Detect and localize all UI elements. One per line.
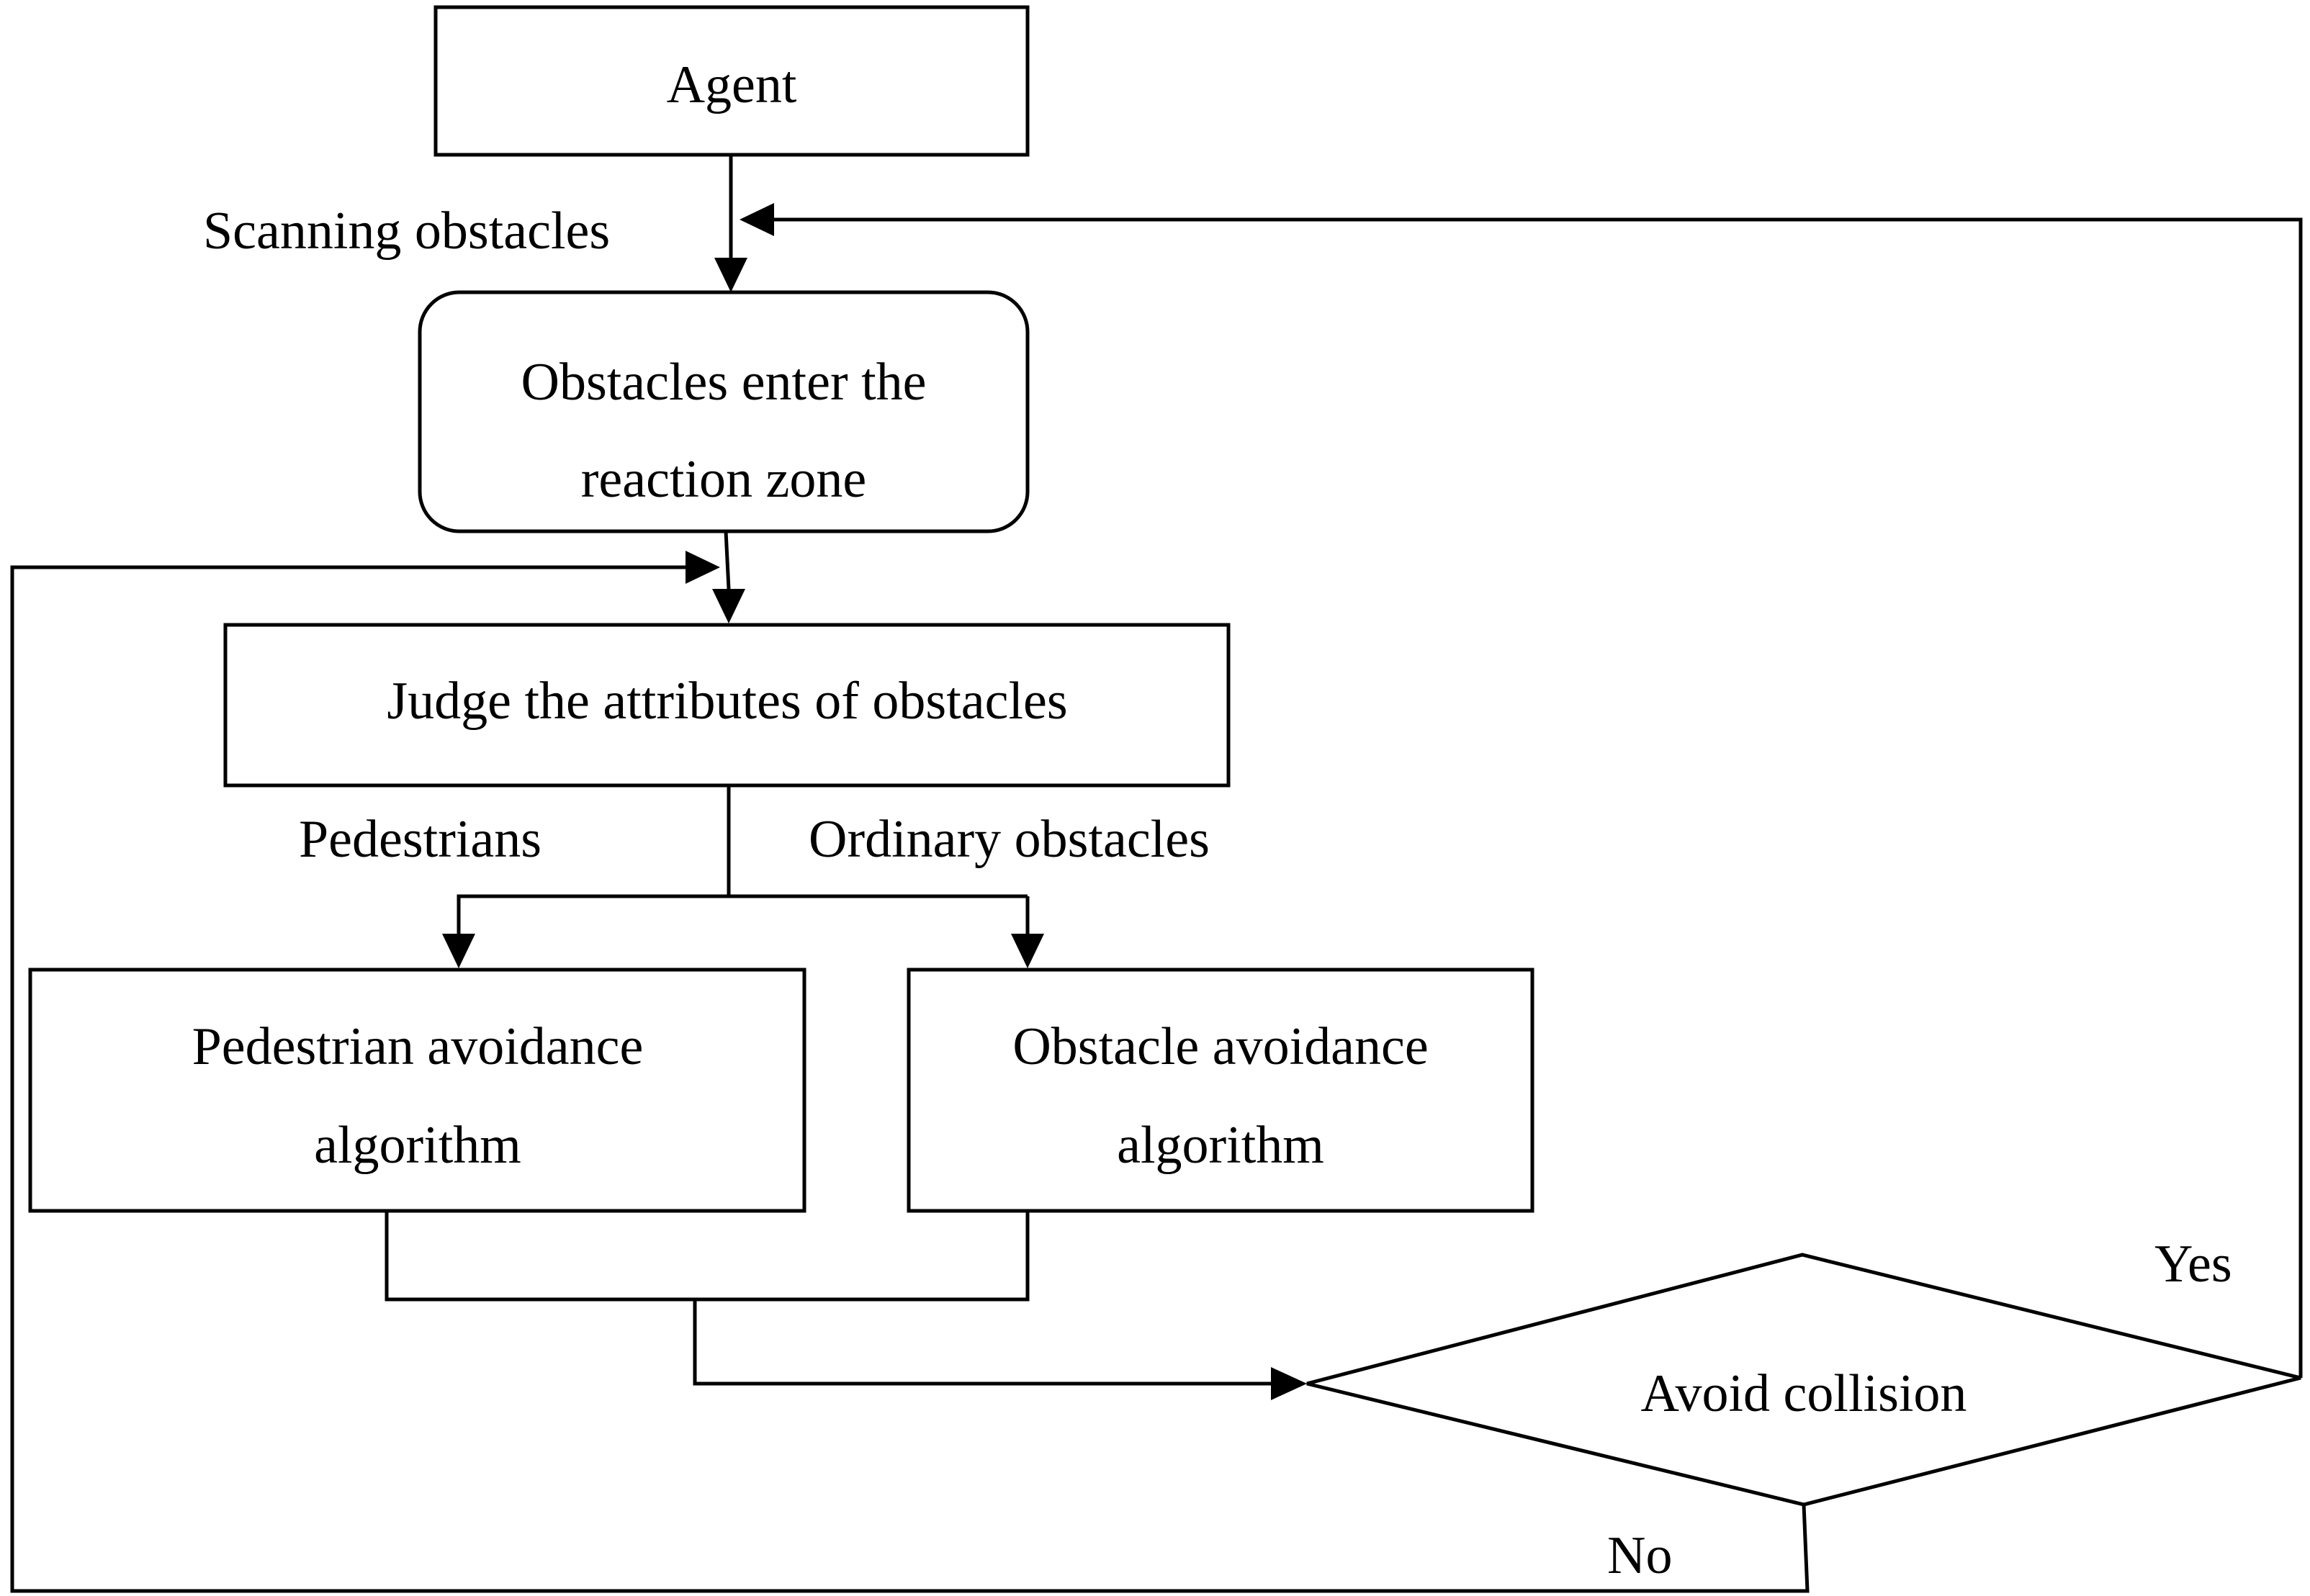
arrowhead-left-yes [740,203,774,236]
node-obstacle-algorithm: Obstacle avoidance algorithm [907,968,1534,1213]
edge-no-loop [10,565,1810,1593]
node-pedestrian-algorithm: Pedestrian avoidance algorithm [28,968,806,1213]
arrowhead-right-no [686,551,720,584]
edge-judge-branch [457,785,731,934]
node-decision: Avoid collision [1306,1253,2301,1507]
arrowhead-down-zone [714,258,747,292]
node-judge: Judge the attributes of obstacles [223,623,1231,788]
obstacle-algorithm-line2: algorithm [1117,1116,1324,1175]
judge-label: Judge the attributes of obstacles [387,672,1067,731]
obstacle-algorithm-line1: Obstacle avoidance [1012,1017,1428,1076]
label-yes: Yes [2154,1235,2232,1294]
reaction-zone-line2: reaction zone [581,450,867,509]
edge-zone-to-judge [724,531,731,590]
edge-algorithms-merge [385,1211,1030,1302]
label-ordinary-obstacles: Ordinary obstacles [809,810,1210,869]
decision-label: Avoid collision [1641,1364,1967,1423]
arrowhead-right-decision [1271,1367,1307,1400]
arrowhead-down-judge [712,589,745,623]
arrowhead-down-obstacle [1011,934,1044,968]
node-reaction-zone: Obstacles enter the reaction zone [418,290,1030,533]
label-no: No [1607,1526,1672,1585]
label-pedestrians: Pedestrians [299,810,541,869]
pedestrian-algorithm-line1: Pedestrian avoidance [192,1017,644,1076]
edge-merge-to-decision [693,1299,1271,1386]
pedestrian-algorithm-line2: algorithm [314,1116,521,1175]
reaction-zone-line1: Obstacles enter the [521,353,927,412]
agent-label: Agent [667,55,797,114]
label-scanning-obstacles: Scanning obstacles [203,202,610,261]
node-agent: Agent [433,5,1030,157]
arrowhead-down-pedestrian [442,934,475,968]
edge-yes-loop [774,217,2303,1378]
